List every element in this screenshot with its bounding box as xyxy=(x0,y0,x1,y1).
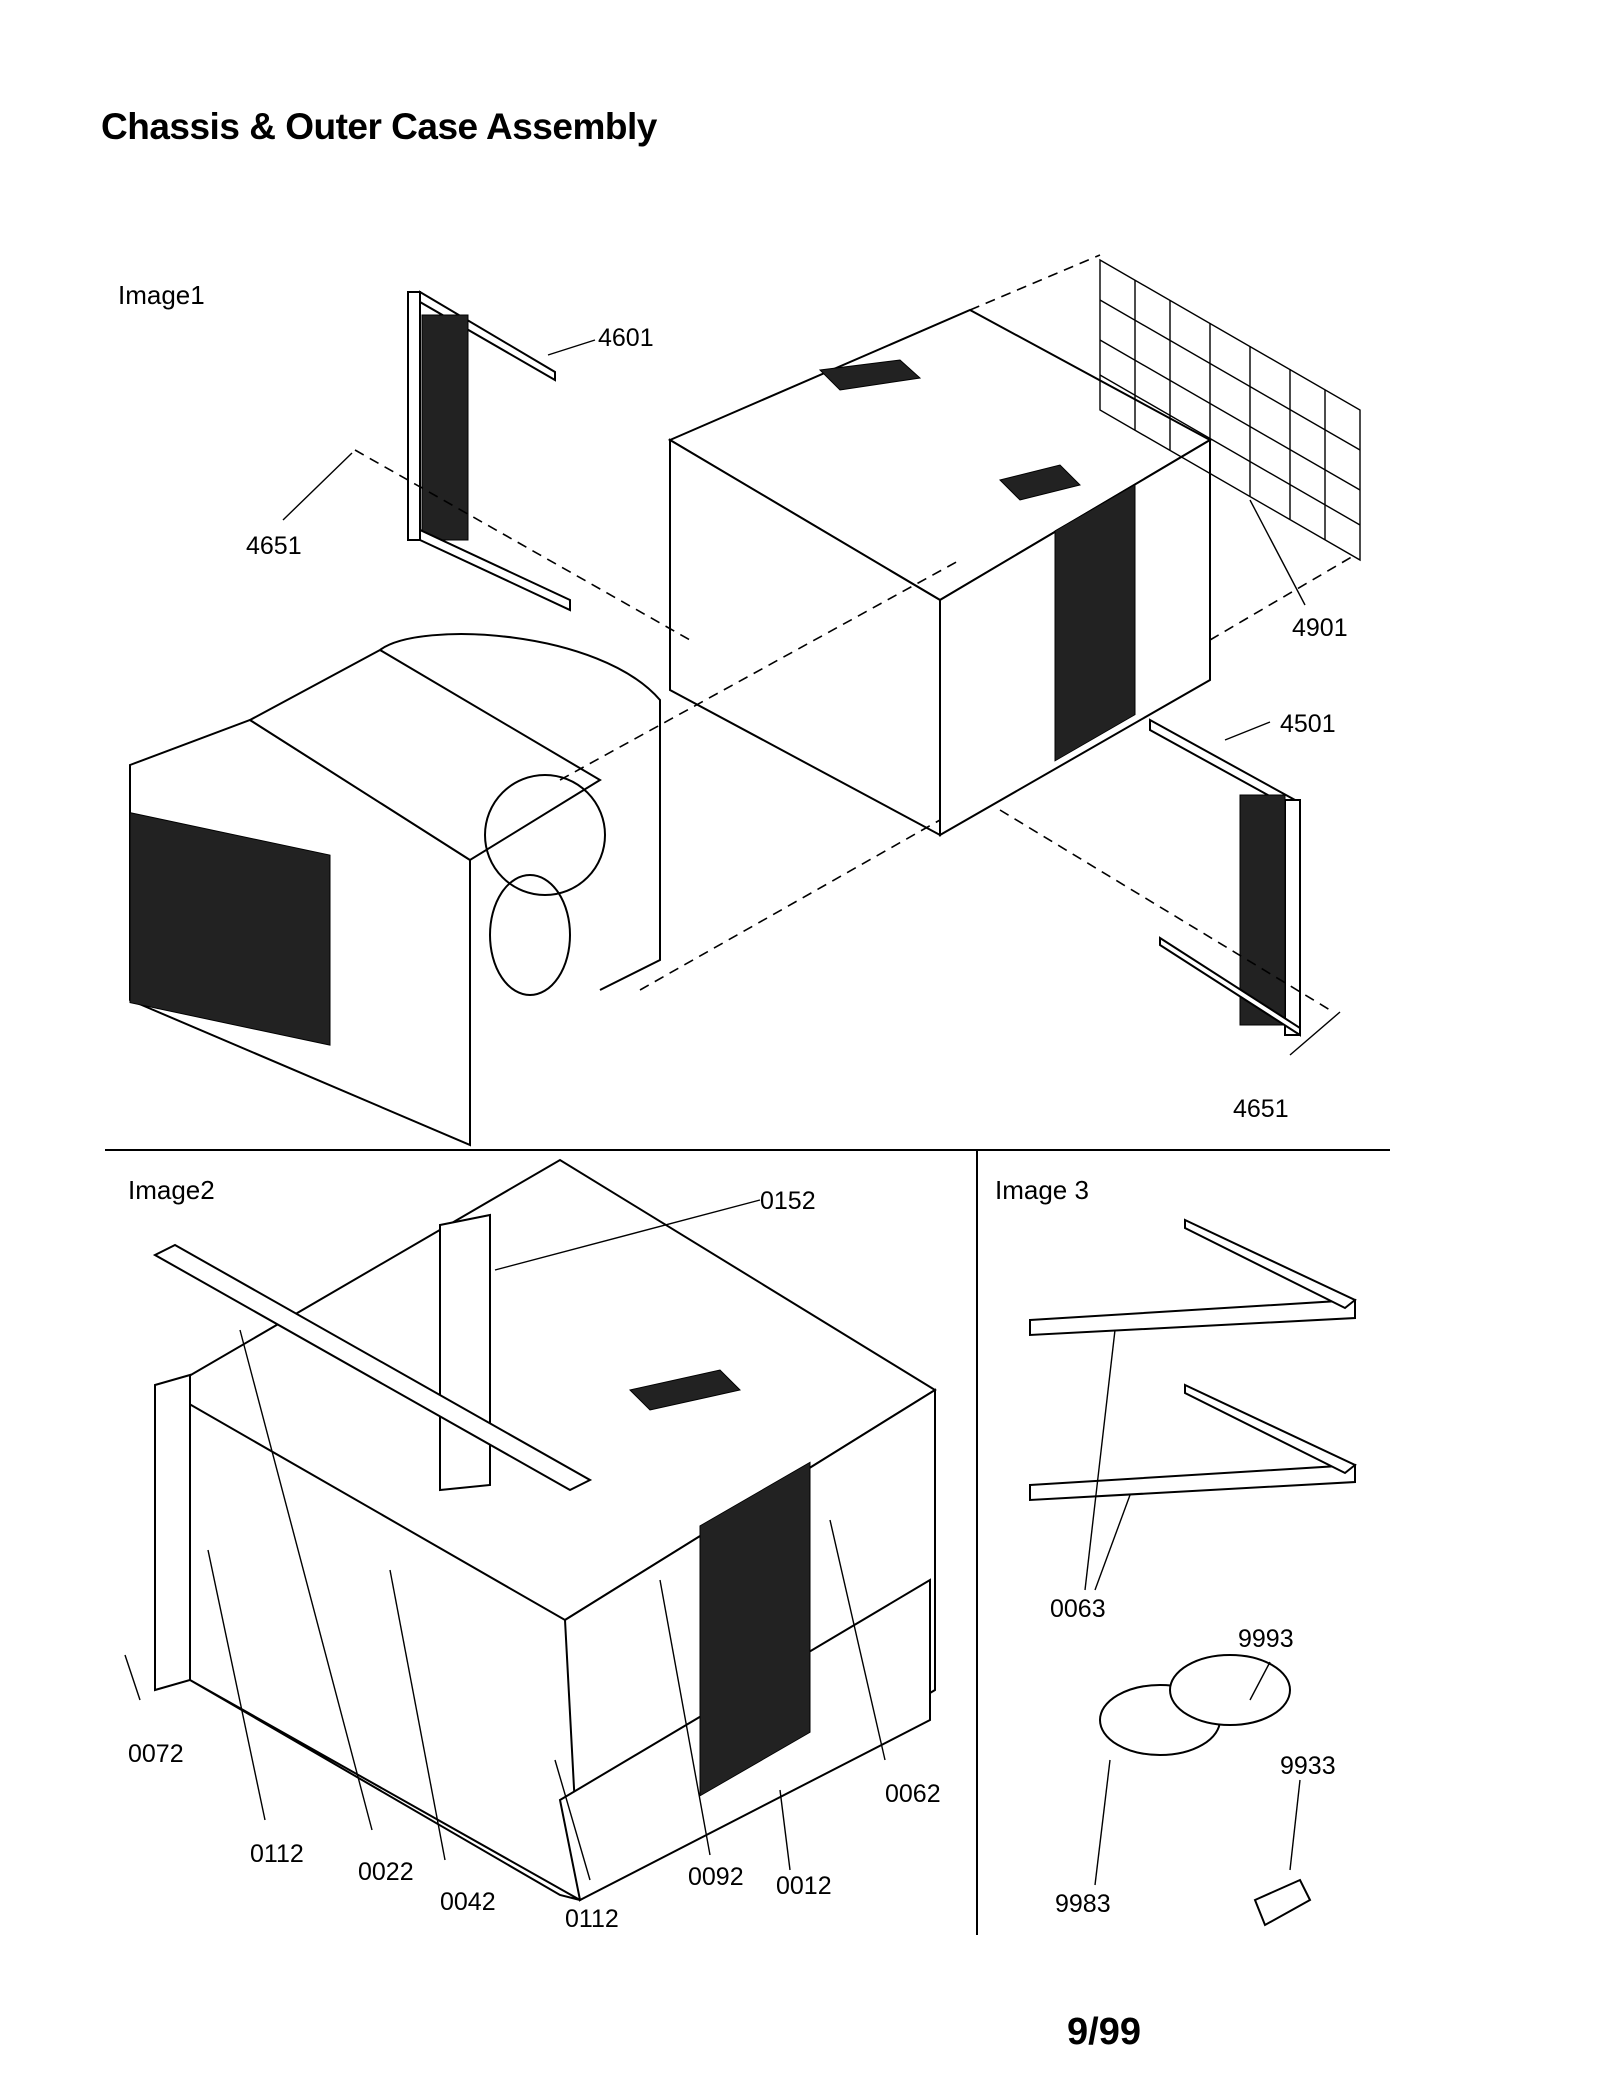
support-brackets xyxy=(1029,1218,1357,1502)
callout-4601: 4601 xyxy=(598,324,654,352)
callout-4651-upper: 4651 xyxy=(246,532,302,560)
revision-date: 9/99 xyxy=(1067,2011,1141,2053)
side-curtain-left xyxy=(407,290,571,612)
callout-0022: 0022 xyxy=(358,1858,414,1886)
callout-0112-right: 0112 xyxy=(565,1905,619,1933)
callout-9993: 9993 xyxy=(1238,1625,1294,1653)
section-label-image3: Image 3 xyxy=(995,1175,1089,1205)
callout-0062: 0062 xyxy=(885,1780,941,1808)
outer-case-cutaway xyxy=(154,1158,937,1902)
rear-grille xyxy=(1099,258,1361,562)
callout-9983: 9983 xyxy=(1055,1890,1111,1918)
callout-0092: 0092 xyxy=(688,1863,744,1891)
section-label-image2: Image2 xyxy=(128,1175,215,1205)
callout-0112-left: 0112 xyxy=(250,1840,304,1868)
callout-0152: 0152 xyxy=(760,1187,816,1215)
top-rail xyxy=(152,1243,593,1492)
section-label-image1: Image1 xyxy=(118,280,205,310)
chassis xyxy=(129,633,661,1147)
outer-case xyxy=(667,308,1213,837)
callout-4501: 4501 xyxy=(1280,710,1336,738)
callout-0042: 0042 xyxy=(440,1888,496,1916)
side-curtain-right xyxy=(1149,718,1301,1037)
callout-4651-lower: 4651 xyxy=(1233,1095,1289,1123)
foam-seal xyxy=(1099,1654,1291,1756)
callout-0012: 0012 xyxy=(776,1872,832,1900)
callout-4901: 4901 xyxy=(1292,614,1348,642)
callout-0063: 0063 xyxy=(1050,1595,1106,1623)
page-title: Chassis & Outer Case Assembly xyxy=(101,106,657,147)
callout-0072: 0072 xyxy=(128,1740,184,1768)
mounting-clip xyxy=(1253,1878,1312,1927)
callout-9933: 9933 xyxy=(1280,1752,1336,1780)
